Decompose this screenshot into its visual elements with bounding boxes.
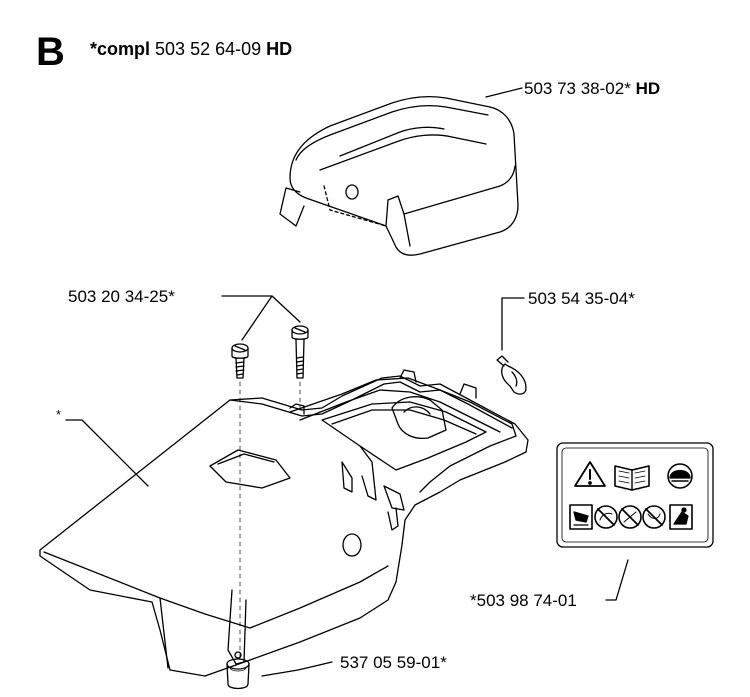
decal-label[interactable]: *503 98 74-01 bbox=[470, 591, 577, 610]
top-cover-suffix: HD bbox=[635, 79, 661, 98]
no-one-hand-icon bbox=[642, 505, 666, 529]
top-cover-leader bbox=[485, 87, 523, 98]
top-cover-part-number: 503 73 38-02* bbox=[524, 79, 631, 98]
decal-part[interactable] bbox=[556, 442, 714, 548]
chain-saw-icon-1 bbox=[569, 504, 593, 530]
decal-leader bbox=[605, 559, 629, 601]
no-hand-icon bbox=[594, 505, 618, 529]
helmet-icon bbox=[667, 463, 693, 489]
clip-part[interactable] bbox=[496, 355, 527, 395]
screw-long[interactable] bbox=[291, 325, 309, 379]
compl-prefix: *compl bbox=[90, 39, 151, 59]
no-kickback-icon bbox=[618, 505, 642, 529]
manual-book-icon bbox=[614, 465, 650, 491]
compl-suffix: HD bbox=[266, 39, 293, 59]
screws-leader bbox=[221, 295, 301, 341]
top-cover-part[interactable] bbox=[279, 96, 519, 256]
section-letter: B bbox=[36, 30, 65, 74]
screws-label[interactable]: 503 20 34-25* bbox=[68, 287, 175, 306]
screw-short[interactable] bbox=[231, 343, 249, 379]
clip-leader bbox=[501, 297, 525, 351]
plug-leader bbox=[261, 661, 333, 677]
assembly-title: *compl 503 52 64-09 HD bbox=[90, 40, 292, 58]
two-hand-icon bbox=[669, 504, 693, 530]
housing-label[interactable]: * bbox=[56, 407, 62, 422]
plug-label[interactable]: 537 05 59-01* bbox=[340, 653, 447, 672]
plug-part[interactable] bbox=[226, 658, 250, 690]
top-cover-label[interactable]: 503 73 38-02* HD bbox=[524, 80, 660, 97]
warning-triangle-icon bbox=[574, 461, 606, 487]
housing-leader bbox=[65, 419, 149, 487]
compl-number: 503 52 64-09 bbox=[155, 39, 262, 59]
clip-label[interactable]: 503 54 35-04* bbox=[528, 289, 635, 308]
main-housing-part[interactable] bbox=[39, 369, 529, 677]
